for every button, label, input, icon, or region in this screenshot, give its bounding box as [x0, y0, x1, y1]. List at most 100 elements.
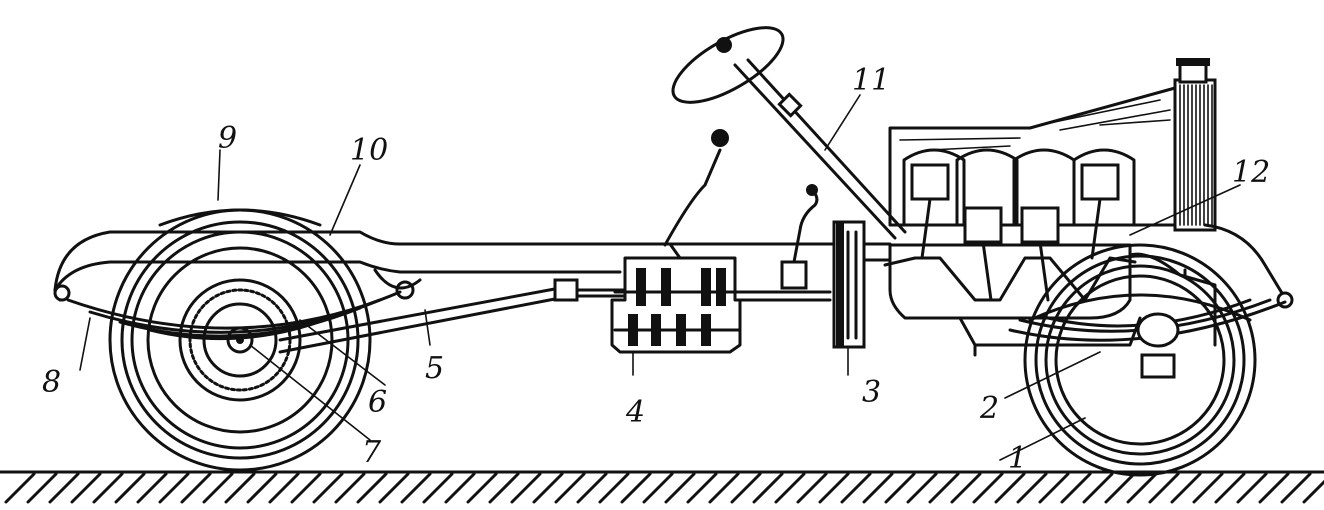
cylinder-bore [902, 148, 966, 227]
ground-hatch [510, 472, 542, 504]
ground-hatch [928, 472, 960, 504]
ground-hatch [1126, 472, 1158, 504]
ground-hatch [1258, 472, 1290, 504]
ground-hatch [356, 472, 388, 504]
connecting-rod [920, 197, 932, 260]
gear [701, 314, 711, 346]
ground-hatch [1280, 472, 1312, 504]
callout-9: 9 [218, 121, 237, 156]
front-wheel [1023, 243, 1257, 477]
ground-hatch [312, 472, 344, 504]
callout-10: 10 [350, 133, 388, 168]
ground-hatch [796, 472, 828, 504]
callout-11: 11 [852, 63, 890, 98]
ground-hatch [1060, 472, 1092, 504]
ground-hatch [290, 472, 322, 504]
ground-hatch [1104, 472, 1136, 504]
ground-hatch [642, 472, 674, 504]
ground-hatch [114, 472, 146, 504]
piston [1080, 163, 1120, 201]
ground-hatch [1038, 472, 1070, 504]
ground-hatch [1192, 472, 1224, 504]
ground-hatch [972, 472, 1004, 504]
propeller-shaft [278, 278, 627, 354]
ground-hatch [422, 472, 454, 504]
handbrake [738, 184, 832, 302]
front-suspension [1008, 252, 1287, 379]
callout-7: 7 [362, 435, 382, 470]
callout-5: 5 [425, 351, 444, 386]
ground-hatch [1236, 472, 1268, 504]
rear-leaf-spring [66, 290, 402, 341]
ground-hatch [994, 472, 1026, 504]
ground-hatch [136, 472, 168, 504]
callout-8: 8 [42, 365, 61, 400]
cylinder-bore [1072, 148, 1136, 227]
rear-wheel [108, 208, 372, 472]
callout-12: 12 [1232, 155, 1270, 190]
clutch [832, 220, 892, 349]
callout-2: 2 [979, 391, 999, 426]
ground-hatch [752, 472, 784, 504]
ground-hatch [862, 472, 894, 504]
ground-hatch [840, 472, 872, 504]
callouts: 1 2 3 4 5 6 7 8 9 10 11 12 [42, 63, 1270, 476]
ground-hatch [1148, 472, 1180, 504]
ground-hatch [488, 472, 520, 504]
ground-hatch [400, 472, 432, 504]
gear [701, 268, 711, 306]
ground-hatch [268, 472, 300, 504]
ground-hatch [950, 472, 982, 504]
ground-hatch [48, 472, 80, 504]
leader-lines [79, 94, 1241, 461]
connecting-rod [1038, 240, 1050, 302]
ground-hatch [70, 472, 102, 504]
ground-hatch [598, 472, 630, 504]
ground-hatch [906, 472, 938, 504]
steering [671, 26, 907, 240]
gear [636, 268, 646, 306]
gear [661, 268, 671, 306]
gear [676, 314, 686, 346]
ground-hatch [26, 472, 58, 504]
ground-hatch [818, 472, 850, 504]
gear [651, 314, 661, 346]
gearbox [610, 129, 782, 354]
ground-hatch [554, 472, 586, 504]
ground-hatch [686, 472, 718, 504]
ground-hatch [620, 472, 652, 504]
callout-1: 1 [1008, 441, 1027, 476]
ground-hatch [92, 472, 124, 504]
radiator [1173, 58, 1294, 309]
ground-hatch [532, 472, 564, 504]
ground-hatch [246, 472, 278, 504]
ground-hatch [664, 472, 696, 504]
piston [910, 163, 950, 201]
ground-hatch [708, 472, 740, 504]
ground [0, 470, 1324, 504]
ground-hatch [378, 472, 410, 504]
connecting-rod [981, 240, 993, 302]
ground-hatch [774, 472, 806, 504]
gear [628, 314, 638, 346]
ground-hatch [1170, 472, 1202, 504]
ground-hatch [1214, 472, 1246, 504]
callout-6: 6 [368, 385, 387, 420]
ground-hatch [466, 472, 498, 504]
ground-hatch [1082, 472, 1114, 504]
ground-hatch [576, 472, 608, 504]
frame-rail [53, 230, 892, 302]
ground-hatch [444, 472, 476, 504]
ground-hatch [1016, 472, 1048, 504]
piston [1020, 206, 1060, 244]
ground-hatch [202, 472, 234, 504]
ground-hatch [334, 472, 366, 504]
connecting-rod [1090, 197, 1102, 260]
ground-hatch [1302, 479, 1324, 504]
callout-4: 4 [625, 395, 645, 430]
ground-hatch [4, 472, 36, 504]
callout-3: 3 [862, 375, 881, 410]
ground-hatch [158, 472, 190, 504]
